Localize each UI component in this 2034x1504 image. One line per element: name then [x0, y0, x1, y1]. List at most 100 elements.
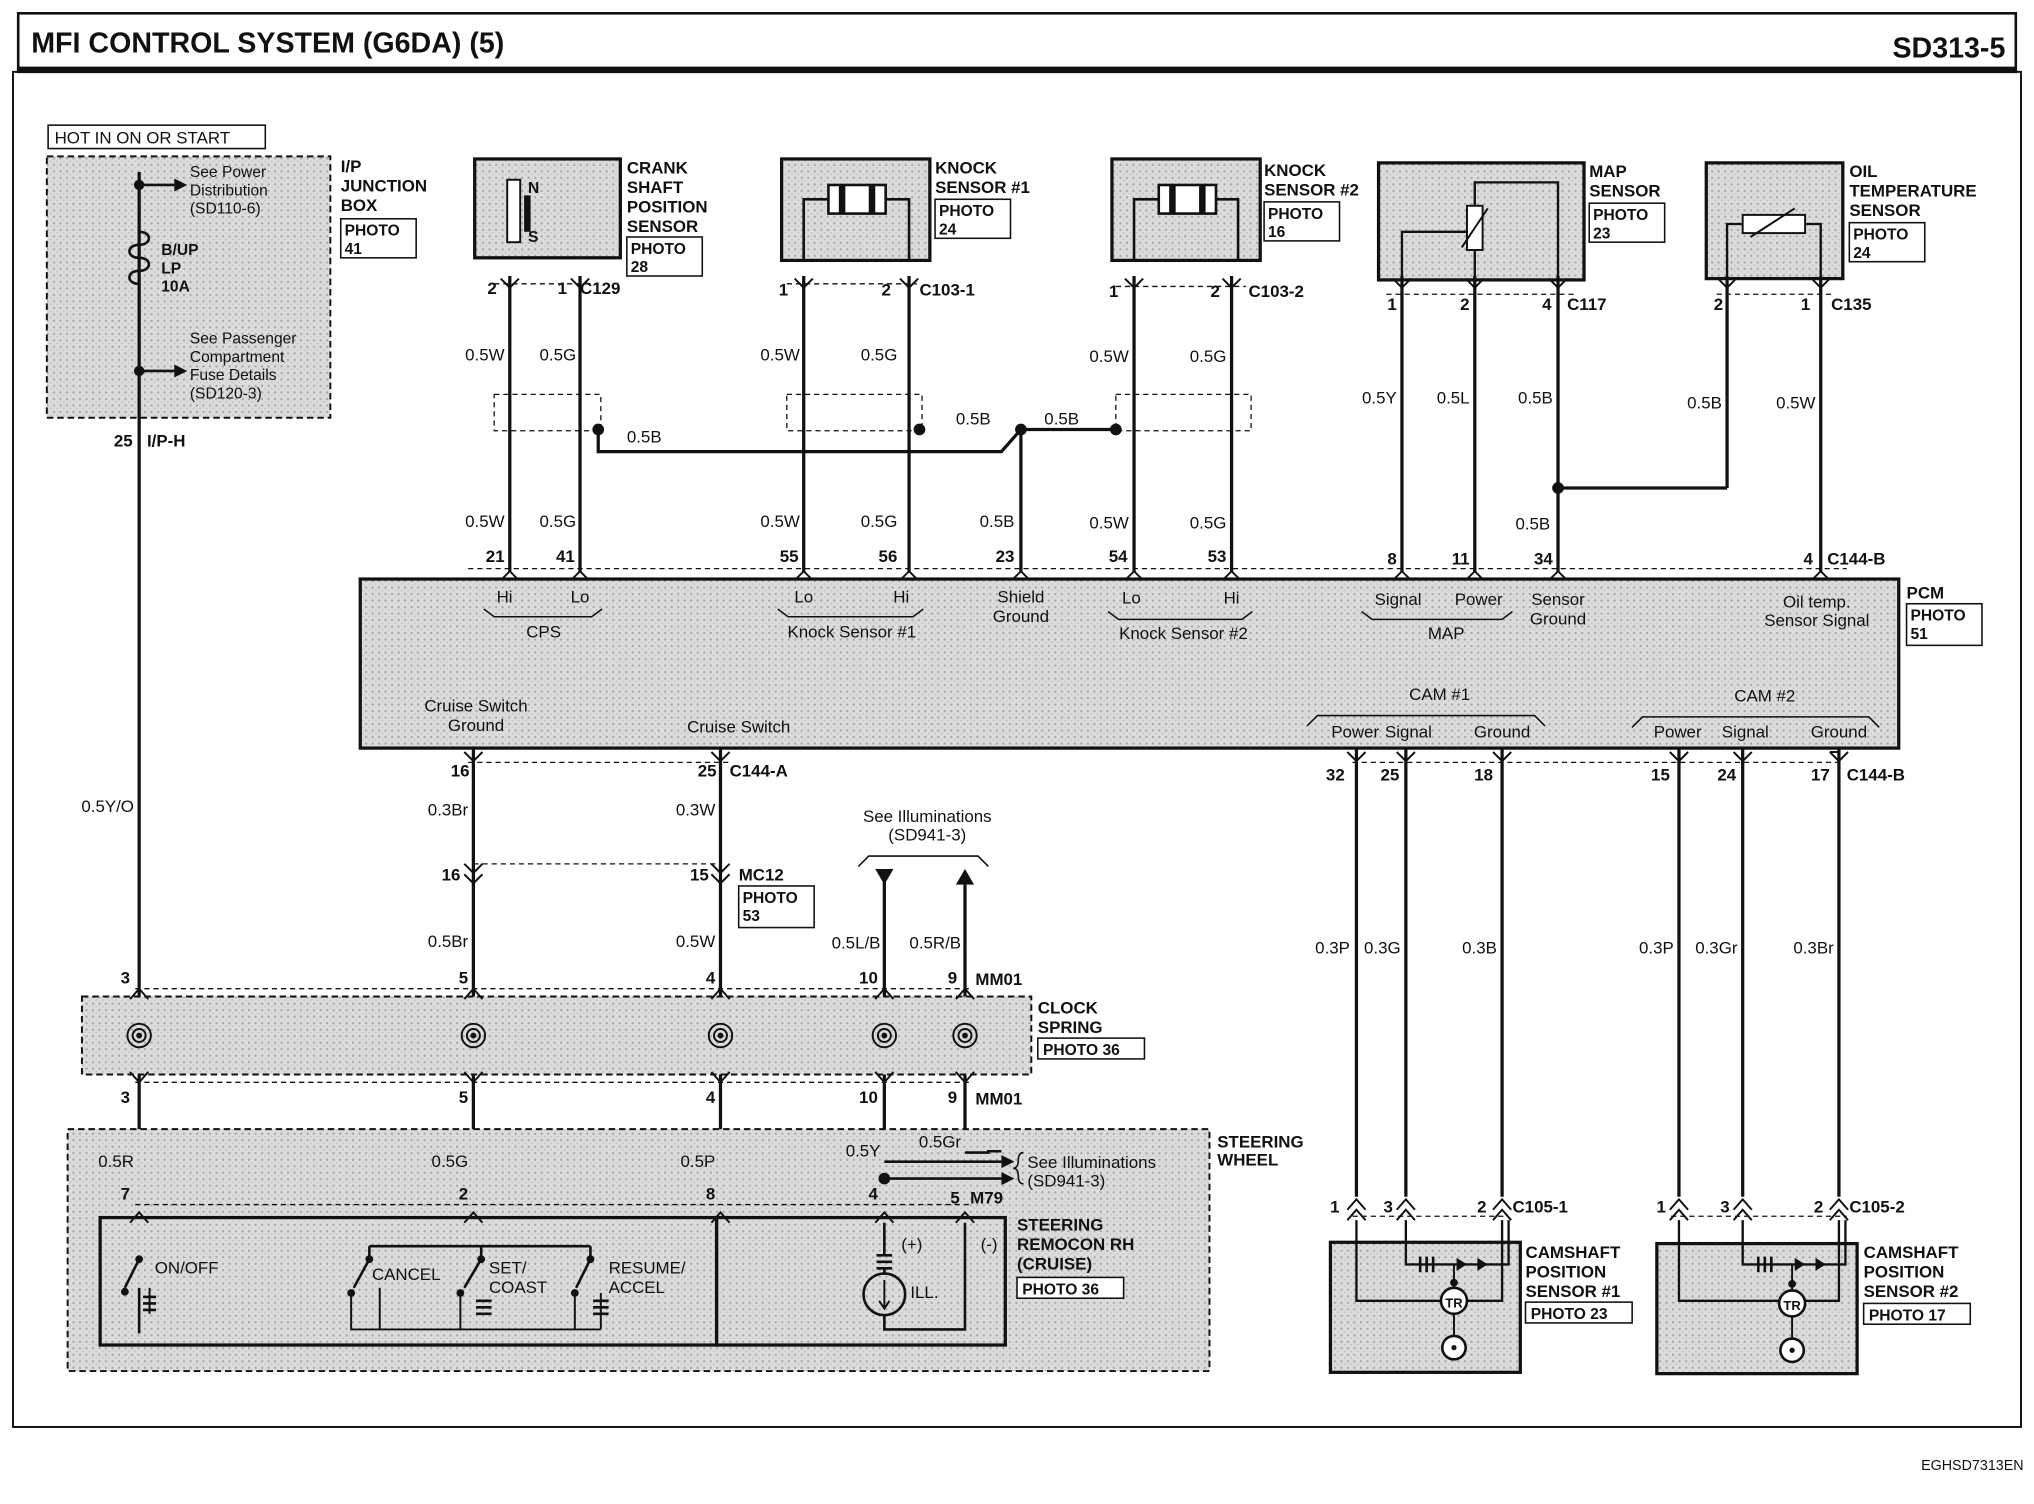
svg-text:Oil temp.: Oil temp.: [1783, 593, 1851, 612]
svg-text:0.5G: 0.5G: [861, 346, 898, 365]
svg-text:SET/: SET/: [489, 1259, 527, 1278]
svg-text:0.3Br: 0.3Br: [1793, 939, 1834, 958]
svg-text:C129: C129: [580, 279, 620, 298]
svg-text:25: 25: [1381, 766, 1400, 785]
svg-text:0.5G: 0.5G: [432, 1152, 469, 1171]
svg-text:16: 16: [442, 866, 461, 885]
svg-text:MM01: MM01: [975, 1089, 1022, 1108]
svg-text:17: 17: [1811, 766, 1830, 785]
svg-text:RESUME/: RESUME/: [609, 1259, 686, 1278]
svg-text:C144-B: C144-B: [1827, 550, 1885, 569]
svg-text:11: 11: [1452, 550, 1470, 569]
svg-text:0.5B: 0.5B: [1515, 515, 1550, 534]
svg-text:1: 1: [779, 281, 788, 300]
svg-text:I/P JUNCTION BOX: I/P JUNCTION BOX: [341, 157, 432, 215]
svg-text:1: 1: [1657, 1197, 1666, 1216]
diagram-border: [12, 70, 2022, 1428]
page-code: SD313-5: [1892, 33, 2005, 65]
svg-text:MAP: MAP: [1428, 624, 1465, 643]
svg-text:Signal: Signal: [1375, 590, 1422, 609]
svg-text:Ground: Ground: [993, 607, 1049, 626]
svg-text:0.5Y/O: 0.5Y/O: [81, 797, 134, 816]
svg-text:0.5B: 0.5B: [956, 409, 991, 428]
svg-text:0.5W: 0.5W: [1089, 347, 1128, 366]
svg-text:See Power Distribution: See Power Distribution (SD110-6): [190, 164, 272, 217]
svg-text:0.5W: 0.5W: [1089, 513, 1128, 532]
svg-text:CPS: CPS: [526, 623, 561, 642]
svg-text:4: 4: [1804, 550, 1814, 569]
svg-text:0.5G: 0.5G: [540, 346, 577, 365]
svg-text:C135: C135: [1831, 295, 1871, 314]
svg-text:C144-B: C144-B: [1847, 766, 1905, 785]
svg-text:TR: TR: [1445, 1295, 1463, 1310]
svg-text:(-): (-): [981, 1235, 998, 1254]
svg-text:0.5G: 0.5G: [1190, 347, 1227, 366]
svg-text:Ground: Ground: [1474, 723, 1530, 742]
svg-text:2: 2: [881, 281, 890, 300]
svg-text:Lo: Lo: [794, 587, 813, 606]
svg-text:0.3Br: 0.3Br: [428, 801, 469, 820]
svg-text:0.5W: 0.5W: [676, 932, 715, 951]
pcm-label: PCM: [1907, 584, 1945, 603]
svg-text:25: 25: [114, 431, 133, 450]
svg-text:5: 5: [459, 968, 468, 987]
svg-text:See Illuminations: See Illuminations: [1027, 1153, 1156, 1172]
svg-text:Shield: Shield: [997, 587, 1044, 606]
hot-label: HOT IN ON OR START: [55, 128, 231, 147]
svg-text:C117: C117: [1567, 295, 1606, 314]
svg-text:0.5W: 0.5W: [760, 346, 799, 365]
svg-text:0.3Gr: 0.3Gr: [1695, 939, 1738, 958]
svg-text:4: 4: [868, 1184, 878, 1203]
svg-text:0.5B: 0.5B: [1687, 394, 1722, 413]
svg-text:9: 9: [948, 968, 957, 987]
pcm-box: [358, 577, 1901, 750]
svg-text:PHOTO 36: PHOTO 36: [1043, 1042, 1120, 1059]
svg-text:CAM #1: CAM #1: [1409, 685, 1470, 704]
svg-text:Hi: Hi: [497, 587, 513, 606]
svg-text:1: 1: [558, 279, 567, 298]
svg-text:2: 2: [1477, 1197, 1486, 1216]
svg-text:18: 18: [1474, 766, 1493, 785]
svg-text:4: 4: [706, 1088, 716, 1107]
svg-text:M79: M79: [970, 1188, 1003, 1207]
svg-text:Power: Power: [1654, 723, 1702, 742]
svg-text:ILL.: ILL.: [910, 1283, 938, 1302]
svg-text:Hi: Hi: [1224, 589, 1240, 608]
ip-junction-box: [45, 155, 332, 419]
svg-text:Lo: Lo: [571, 587, 590, 606]
svg-text:0.3W: 0.3W: [676, 801, 715, 820]
svg-text:0.5G: 0.5G: [540, 512, 577, 531]
svg-text:24: 24: [1717, 766, 1736, 785]
svg-text:CAM #2: CAM #2: [1734, 686, 1795, 705]
steering-remocon-switches: [98, 1215, 1007, 1347]
svg-text:Knock Sensor #2: Knock Sensor #2: [1119, 624, 1248, 643]
svg-text:34: 34: [1534, 550, 1553, 569]
svg-text:0.5G: 0.5G: [861, 512, 898, 531]
svg-text:Cruise Switch: Cruise Switch: [687, 717, 790, 736]
svg-text:(+): (+): [901, 1235, 922, 1254]
svg-text:2: 2: [1714, 295, 1723, 314]
svg-text:16: 16: [451, 762, 470, 781]
svg-text:0.5L/B: 0.5L/B: [832, 933, 881, 952]
svg-text:(SD941-3): (SD941-3): [1027, 1171, 1105, 1190]
svg-text:1: 1: [1387, 295, 1396, 314]
svg-text:8: 8: [1387, 550, 1396, 569]
fuse-icon: [128, 230, 151, 286]
svg-text:0.5B: 0.5B: [1044, 409, 1079, 428]
svg-text:21: 21: [486, 547, 505, 566]
svg-text:1: 1: [1330, 1197, 1339, 1216]
svg-text:Cruise Switch: Cruise Switch: [424, 697, 527, 716]
svg-text:Power: Power: [1455, 590, 1503, 609]
svg-text:32: 32: [1326, 766, 1345, 785]
svg-text:41: 41: [556, 547, 575, 566]
svg-text:1: 1: [1109, 282, 1118, 301]
svg-text:Ground: Ground: [448, 716, 504, 735]
